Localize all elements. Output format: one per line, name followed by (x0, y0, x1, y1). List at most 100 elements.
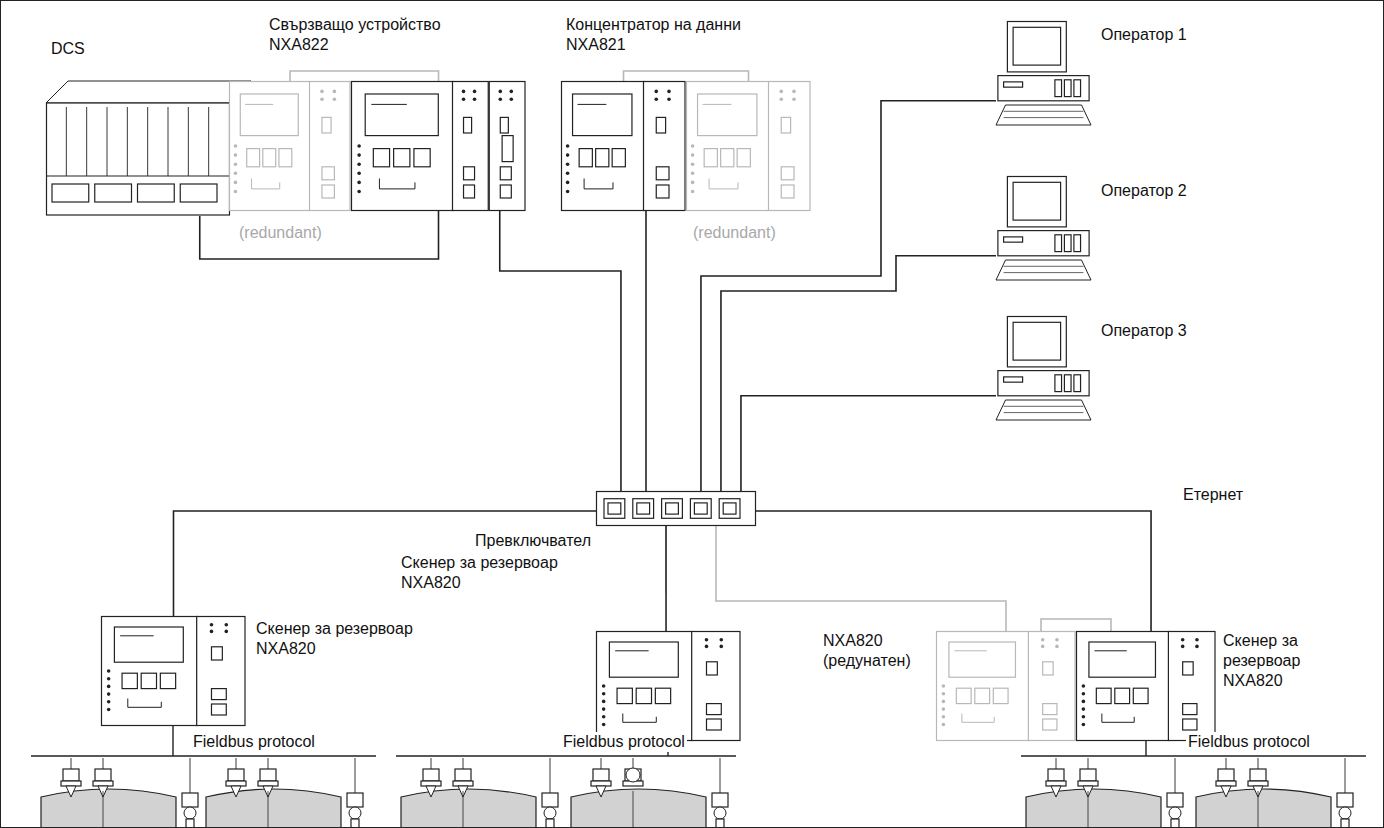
io-module (310, 82, 350, 211)
led (234, 172, 238, 176)
transmitter-body (714, 807, 726, 819)
led (107, 677, 111, 681)
monitor-screen (1013, 322, 1061, 360)
transmitter-body (544, 807, 556, 819)
drive-slot (1055, 235, 1062, 252)
display-module (687, 82, 770, 211)
led (498, 97, 502, 101)
io-module (489, 82, 525, 211)
switch-body (597, 492, 756, 526)
drive-slot (1074, 80, 1081, 97)
radar-antenna (66, 786, 76, 797)
rack-slot (180, 184, 217, 202)
device-node: Превключвател (463, 491, 758, 553)
ethernet-cable (290, 71, 439, 81)
gauge-wire (71, 758, 72, 769)
display-screen (609, 642, 678, 677)
device-node: Скенер за резервоар NXA820 (401, 553, 743, 743)
transmitter-wire (355, 758, 356, 793)
led (320, 90, 324, 94)
display-screen (573, 94, 632, 136)
display-module (562, 82, 645, 211)
monitor (1007, 22, 1066, 72)
node-label: Скенер за резервоар NXA820 (1223, 631, 1333, 691)
display-module (102, 617, 198, 726)
transmitter-wire (1345, 758, 1346, 793)
led (1082, 715, 1086, 719)
floppy-slot (1004, 82, 1023, 87)
transmitter-neck (546, 819, 554, 828)
node-label: Скенер за резервоар NXA820 (401, 553, 576, 593)
transmitter-neck (716, 819, 724, 828)
gauge-wire (1226, 758, 1227, 769)
port (1043, 719, 1057, 730)
ethernet-cable (721, 256, 996, 491)
led (942, 684, 946, 688)
transmitter-wire (550, 758, 551, 793)
led (667, 97, 671, 101)
port (211, 647, 222, 660)
node-label: (redundant) (693, 223, 813, 243)
led (779, 90, 783, 94)
dev-icon (229, 81, 351, 211)
rack-divider (66, 107, 67, 176)
hook-symbol (709, 179, 738, 189)
port-inner (694, 503, 707, 514)
led (473, 90, 477, 94)
led (473, 97, 477, 101)
transmitter-head (182, 793, 198, 807)
gauge-flange (93, 781, 113, 786)
transmitter-wire (720, 758, 721, 793)
screen-line (120, 635, 153, 636)
led (691, 144, 695, 148)
port (706, 662, 717, 675)
button (975, 688, 990, 703)
button (160, 673, 175, 688)
led (779, 97, 783, 101)
device-node: Оператор 3 (996, 316, 1233, 423)
switch-port (662, 499, 683, 519)
button (122, 673, 137, 688)
button (263, 149, 276, 167)
led (1181, 638, 1185, 642)
port (1043, 662, 1053, 675)
led (462, 90, 466, 94)
transmitter-head (712, 793, 728, 807)
switch-port (633, 499, 654, 519)
gauge-head (1218, 769, 1234, 781)
cabinet-front (47, 103, 230, 215)
led (1041, 638, 1045, 642)
hook-symbol (623, 714, 656, 723)
floppy-slot (1004, 377, 1023, 382)
led (510, 97, 514, 101)
hook-symbol (584, 179, 613, 189)
led (691, 190, 695, 194)
servo-gauge (626, 768, 640, 782)
device-node: Скенер за резервоар NXA820 (101, 616, 428, 728)
storage-tank (401, 758, 558, 828)
dev-icon (561, 81, 686, 211)
radar-antenna (231, 786, 241, 797)
led (602, 684, 606, 688)
led (224, 623, 228, 627)
port (656, 185, 669, 198)
button (993, 688, 1008, 703)
drive-slot (1055, 80, 1062, 97)
port (706, 704, 721, 715)
node-label: Оператор 2 (1101, 181, 1231, 201)
ethernet-cable (756, 511, 1151, 631)
led (719, 638, 723, 642)
storage-tank (206, 758, 363, 828)
pc-icon (996, 21, 1091, 126)
probe-line (103, 791, 104, 828)
transmitter-head (1337, 793, 1353, 807)
gauge-wire (236, 758, 237, 769)
rack-divider (208, 107, 209, 176)
network-label: Етернет (1181, 485, 1245, 505)
gauge-head (63, 769, 79, 781)
gauge-head (593, 769, 609, 781)
monitor (1007, 317, 1066, 367)
led (1082, 700, 1086, 704)
ethernet-cable (665, 526, 667, 631)
monitor-screen (1013, 27, 1061, 65)
